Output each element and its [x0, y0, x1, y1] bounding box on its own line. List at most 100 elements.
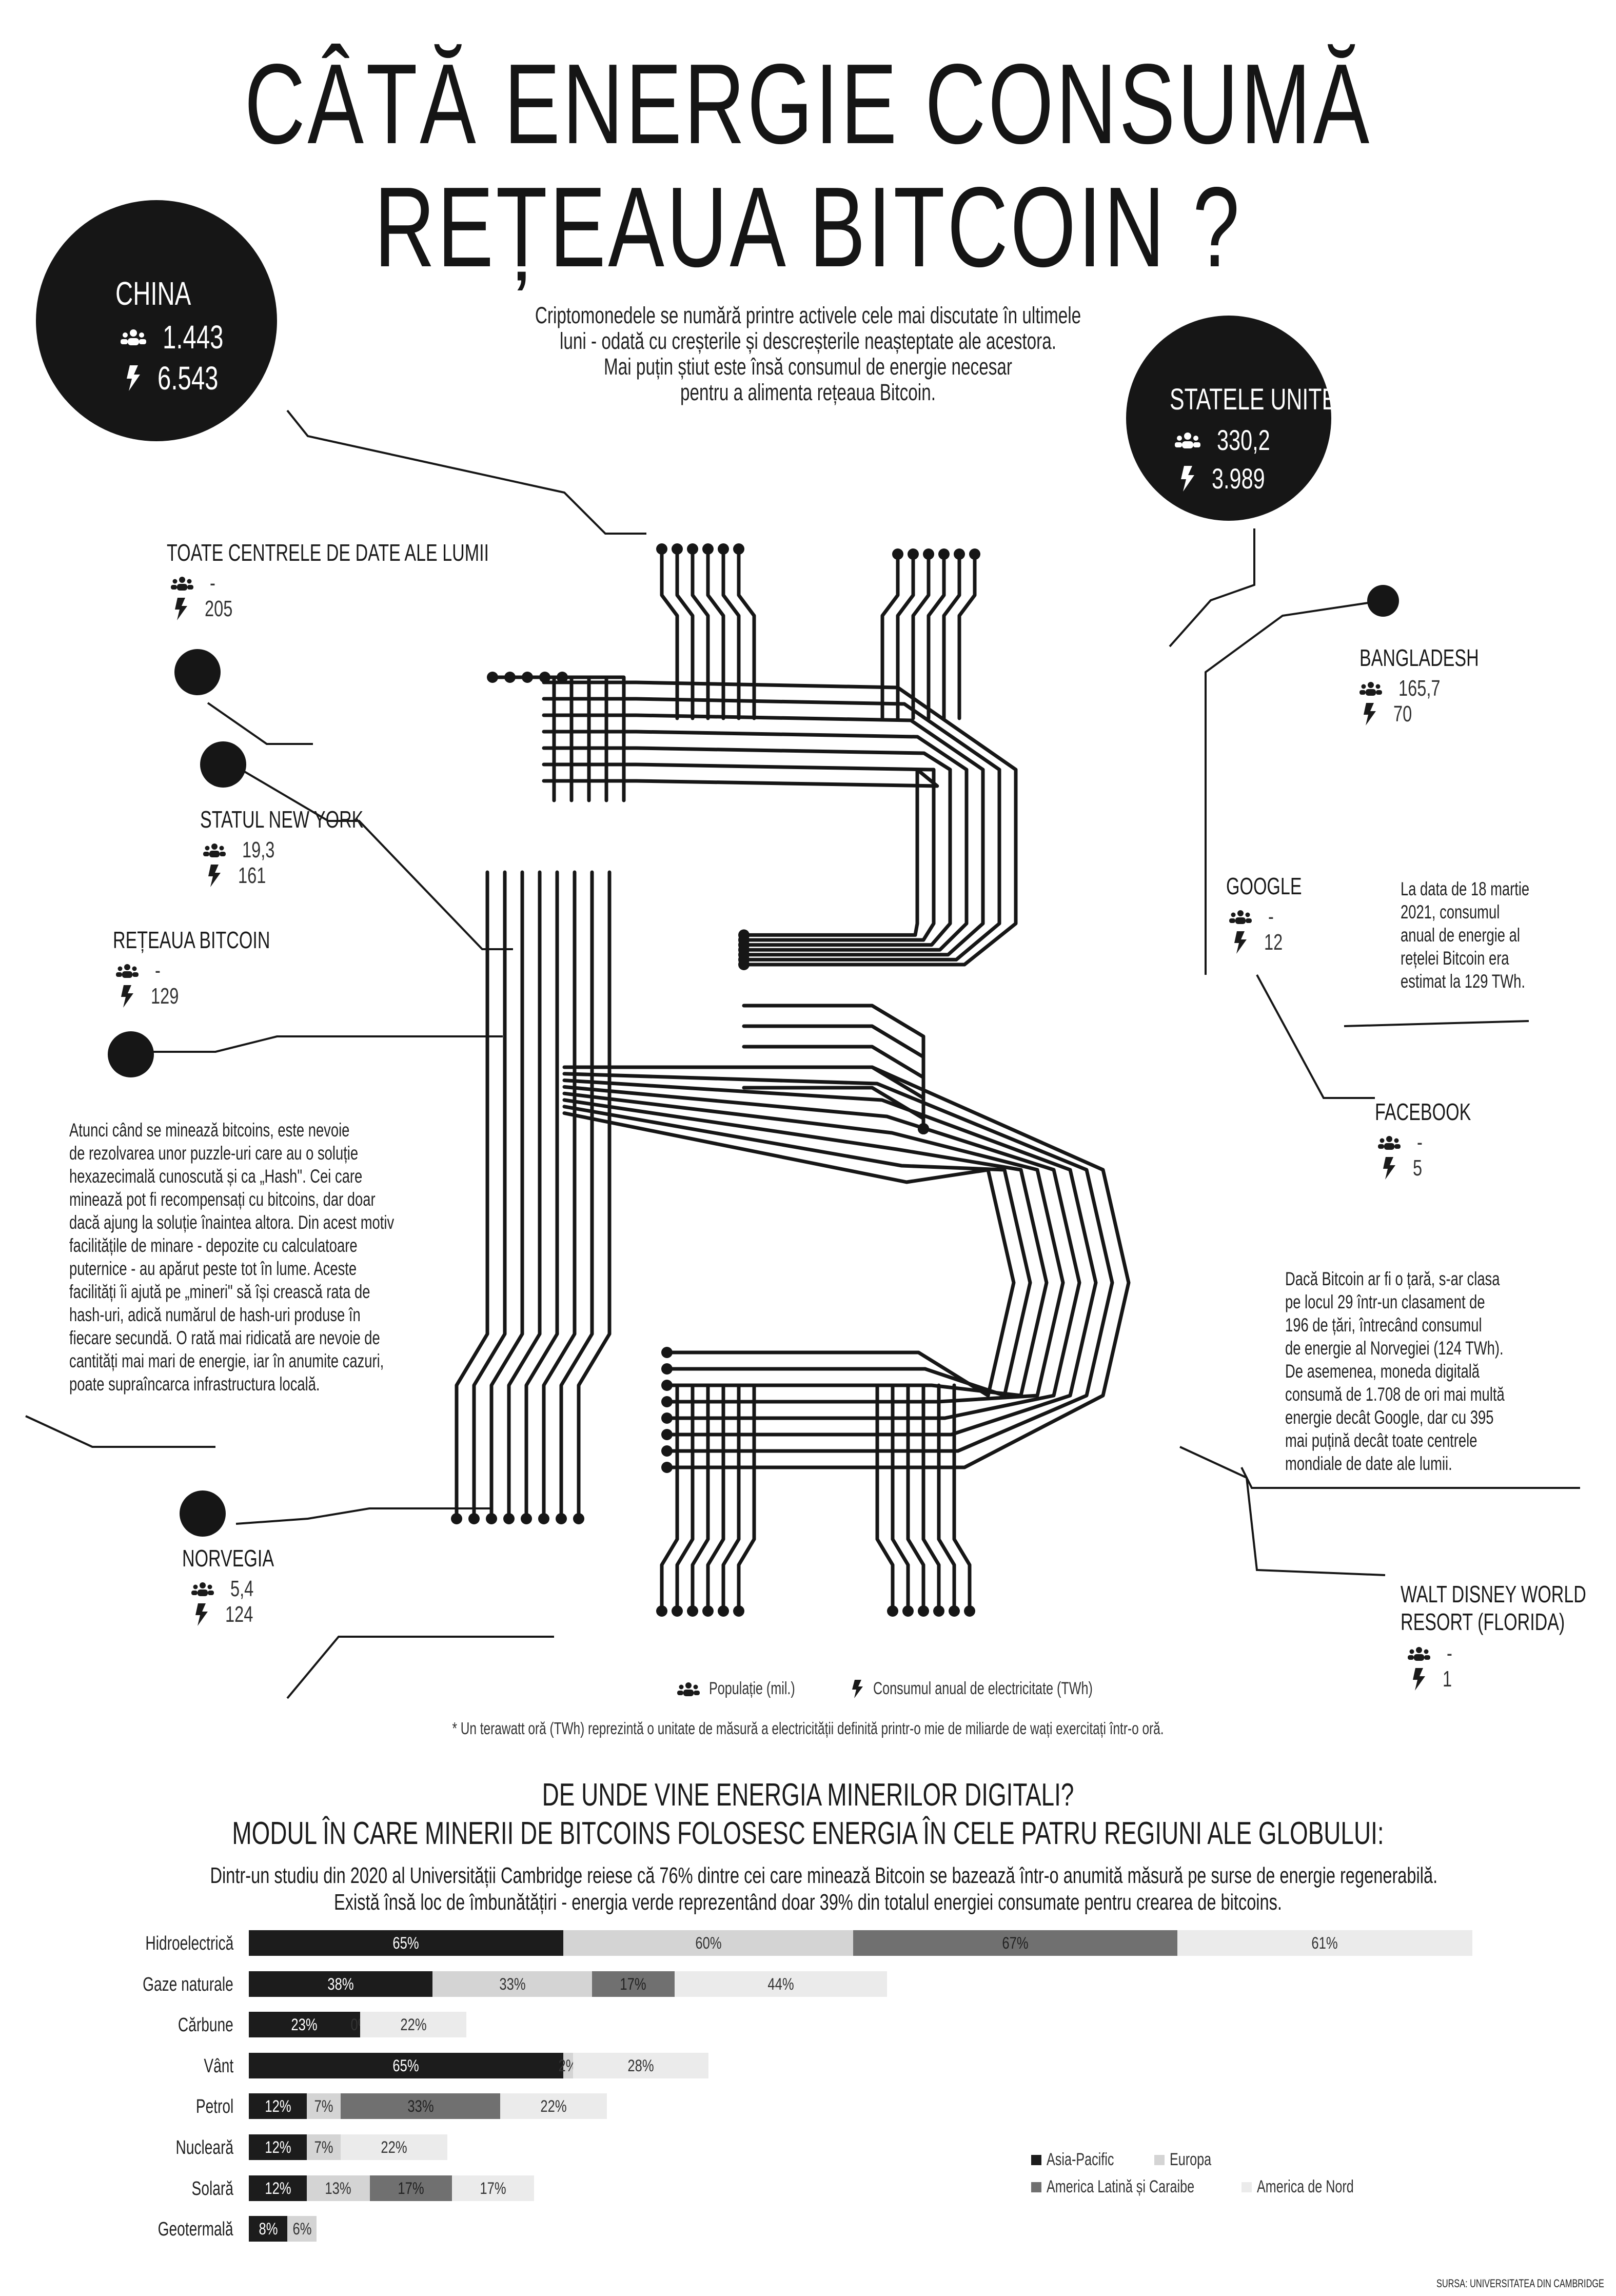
category-label: Nucleară	[175, 2137, 233, 2158]
circuit-trace	[875, 1383, 895, 1613]
population-icon	[1408, 1647, 1430, 1661]
bar-segment	[563, 2052, 573, 2078]
circuit-pad	[702, 1605, 714, 1617]
circuit-pad	[687, 543, 698, 555]
circuit-pad	[938, 548, 950, 560]
circuit-pad	[451, 1513, 462, 1524]
circuit-pad	[661, 1462, 673, 1473]
bar-segment	[307, 2175, 370, 2201]
bar-value-label: 22%	[540, 2097, 567, 2116]
google-label: GOOGLE	[1226, 873, 1302, 899]
bar-segment	[341, 2093, 501, 2120]
bitcoin-dot	[108, 1031, 154, 1077]
legend-row: Asia-Pacific Europa	[1031, 2150, 1388, 2170]
circuit-trace	[742, 1065, 925, 1131]
country-note-line: de energie al Norvegiei (124 TWh).	[1285, 1338, 1504, 1359]
bar-segment	[592, 1971, 675, 1997]
circuit-trace	[706, 1383, 725, 1613]
circuit-trace	[891, 1383, 910, 1613]
circuit-pad	[539, 672, 550, 683]
circuit-trace	[577, 870, 612, 1521]
bar-segment	[853, 1930, 1177, 1956]
norway-dot	[180, 1490, 226, 1537]
bar-segment	[249, 2134, 307, 2160]
legend-population: Populație (mil.)	[709, 1679, 795, 1698]
legend-energy: Consumul anual de electricitate (TWh)	[873, 1679, 1093, 1698]
bar-segment	[249, 2093, 307, 2120]
facebook-block: FACEBOOK - 5	[1375, 1098, 1505, 1181]
newyork-dot	[200, 741, 246, 788]
circuit-pad	[964, 1605, 975, 1617]
disney-energy-value: 1	[1443, 1666, 1452, 1692]
category-label: Hidroelectrică	[145, 1933, 233, 1954]
bar-segment	[249, 2012, 360, 2038]
march-note-line: anual de energie al	[1401, 925, 1520, 946]
disney-label-line2: RESORT (FLORIDA)	[1401, 1608, 1565, 1635]
country-note-line: energie decât Google, dar cu 395	[1285, 1407, 1494, 1428]
legend-europe: Europa	[1170, 2150, 1212, 2169]
population-icon	[677, 1682, 700, 1696]
mining-note-line: facilități îi ajută pe „mineri" să își c…	[69, 1281, 370, 1302]
circuit-trace	[507, 870, 542, 1521]
bar-segment	[1177, 1930, 1472, 1956]
mining-note-line: cantități mai mari de energie, iar în an…	[69, 1350, 384, 1371]
intro-line: pentru a alimenta rețeaua Bitcoin.	[680, 379, 936, 405]
china-circle: CHINA 1.443 6.543	[36, 200, 277, 441]
circuit-pad	[661, 1396, 673, 1407]
circuit-trace	[562, 1078, 1098, 1437]
bar-segment	[563, 1930, 854, 1956]
population-icon	[121, 329, 146, 345]
population-icon	[191, 1582, 214, 1596]
bitcoin-population: -	[116, 958, 325, 984]
bitcoin-block: REȚEAUA BITCOIN - 129	[113, 926, 325, 1009]
circuit-trace	[927, 552, 946, 720]
circuit-pad	[468, 1513, 480, 1524]
country-note-line: 196 de țări, întrecând consumul	[1285, 1314, 1482, 1336]
legend-asia: Asia-Pacific	[1047, 2150, 1114, 2169]
circuit-trace	[542, 730, 969, 952]
google-block: GOOGLE - 12	[1226, 872, 1328, 955]
circuit-pad	[538, 1513, 549, 1524]
usa-label: STATELE UNITE	[1170, 383, 1337, 416]
section2-heading2: MODUL ÎN CARE MINERII DE BITCOINS FOLOSE…	[232, 1816, 1384, 1851]
mining-note-line: poate supraîncarca infrastructura locală…	[69, 1373, 320, 1395]
circuit-trace	[952, 1383, 972, 1613]
usa-population-value: 330,2	[1217, 424, 1270, 456]
mining-note: Atunci când se minează bitcoins, este ne…	[69, 1118, 508, 1396]
datacenters-energy: 205	[174, 596, 602, 622]
circuit-pad	[661, 1412, 673, 1424]
bar-value-label: 7%	[314, 2138, 333, 2156]
norway-label: NORVEGIA	[182, 1545, 274, 1572]
newyork-population: 19,3	[203, 837, 421, 863]
bar-value-label: 33%	[407, 2097, 434, 2116]
country-note-line: pe locul 29 într-un clasament de	[1285, 1291, 1485, 1312]
circuit-trace	[562, 1098, 1049, 1398]
country-note-line: consumă de 1.708 de ori mai multă	[1285, 1384, 1505, 1405]
bar-value-label: 65%	[392, 1934, 419, 1952]
circuit-pad	[969, 548, 980, 560]
legend-swatch-latam	[1031, 2182, 1041, 2192]
lightning-icon	[121, 985, 133, 1008]
circuit-pad	[486, 1513, 497, 1524]
legend-row: America Latină și Caraibe America de Nor…	[1031, 2177, 1388, 2197]
bar-segment	[249, 1971, 433, 1997]
google-energy-value: 12	[1264, 930, 1283, 955]
lightning-icon	[127, 365, 140, 391]
circuit-pad	[661, 1445, 673, 1457]
china-label: CHINA	[115, 275, 191, 312]
population-icon	[116, 964, 139, 978]
bar-value-label: 22%	[381, 2138, 407, 2156]
bar-value-label: 23%	[291, 2015, 318, 2034]
bar-value-label: 60%	[695, 1934, 722, 1952]
circuit-pad	[738, 929, 750, 941]
circuit-pad	[918, 1123, 929, 1134]
footnote: * Un terawatt oră (TWh) reprezintă o uni…	[452, 1719, 1164, 1738]
usa-population: 330,2	[1175, 423, 1289, 457]
facebook-energy-value: 5	[1413, 1155, 1423, 1181]
circuit-pad	[949, 1605, 960, 1617]
china-population-value: 1.443	[163, 319, 224, 356]
circuit-trace	[542, 768, 939, 937]
circuit-pad	[733, 1605, 744, 1617]
lightning-icon	[852, 1679, 863, 1698]
bar-segment	[500, 2093, 607, 2120]
